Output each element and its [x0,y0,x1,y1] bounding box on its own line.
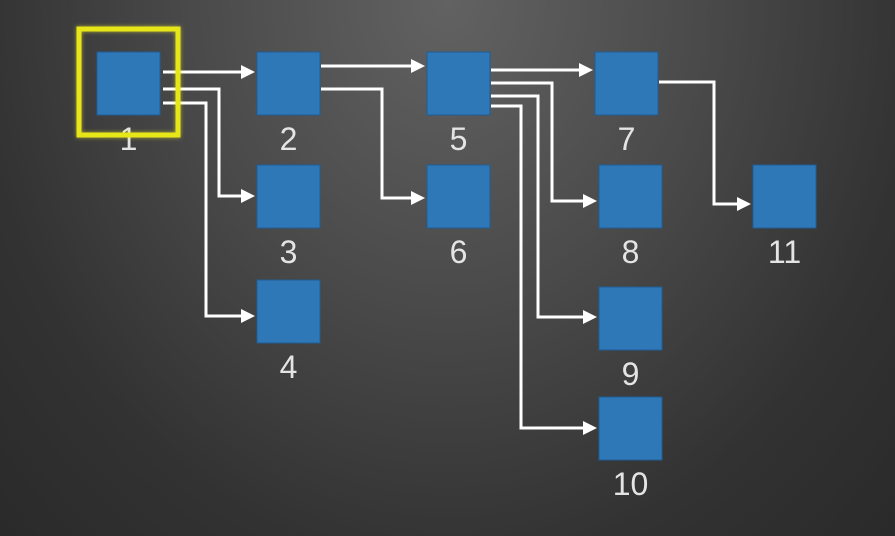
edge-line [163,101,243,318]
arrowhead [583,421,597,435]
edge-line [491,81,585,203]
node-3 [256,164,321,229]
arrowhead [411,59,425,73]
edge-line [491,94,585,319]
arrowhead [241,189,255,203]
edge-5-10 [491,104,597,435]
edge-line [491,104,585,430]
arrowhead [241,309,255,323]
node-label-9: 9 [622,356,640,392]
node-1 [96,51,161,116]
node-label-2: 2 [280,121,298,157]
node-label-1: 1 [120,121,138,157]
edge-1-4 [163,101,255,323]
arrowhead [583,194,597,208]
node-7 [594,51,659,116]
nodes [96,51,817,461]
node-label-8: 8 [622,234,640,270]
node-label-11: 11 [768,234,801,270]
node-9 [598,286,663,351]
node-label-6: 6 [450,234,468,270]
node-10 [598,396,663,461]
edge-5-7 [491,63,593,77]
arrowhead [579,63,593,77]
node-labels: 1 2 3 4 5 6 7 8 9 10 11 [120,121,802,502]
edge-7-11 [659,80,751,211]
edge-2-5 [321,59,425,73]
node-8 [598,164,663,229]
highlight [76,26,181,138]
node-5 [426,51,491,116]
arrowhead [737,197,751,211]
node-label-3: 3 [280,234,298,270]
node-label-7: 7 [618,121,636,157]
edge-2-6 [321,87,425,205]
node-2 [256,51,321,116]
node-11 [752,164,817,229]
node-label-10: 10 [613,466,649,502]
edge-1-3 [163,87,255,203]
node-6 [426,164,491,229]
edge-5-8 [491,81,597,208]
edge-line [659,80,739,206]
edges [163,59,751,435]
arrowhead [583,310,597,324]
edge-5-9 [491,94,597,324]
arrowhead [411,191,425,205]
node-4 [256,279,321,344]
node-label-5: 5 [450,121,468,157]
node-label-4: 4 [280,349,298,385]
edge-line [321,87,413,200]
edge-line [163,87,243,198]
selection-highlight [76,26,181,138]
arrowhead [241,65,255,79]
